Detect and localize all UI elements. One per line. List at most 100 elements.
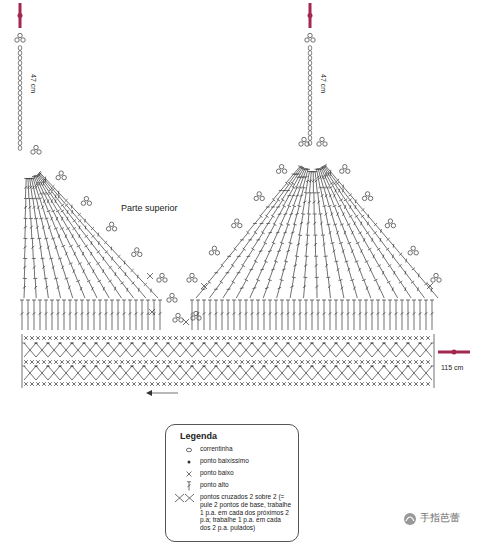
- slip-stitch-symbol: [188, 461, 191, 464]
- tall-stitch: [80, 221, 93, 236]
- crossed-stitch: [132, 343, 144, 357]
- tall-stitch-slash: [355, 199, 357, 203]
- single-crochet: [276, 382, 280, 386]
- tall-stitch: [367, 262, 376, 280]
- tall-stitch-slash: [371, 312, 374, 314]
- crossed-stitch: [204, 366, 216, 380]
- tall-stitch-slash: [382, 271, 383, 275]
- tall-stitch-bar: [220, 300, 224, 301]
- crossed-stitch-bar: [179, 366, 182, 367]
- tall-stitch: [71, 246, 79, 263]
- dimension-label: 47 cm: [29, 74, 37, 93]
- tall-stitch-bar: [430, 300, 434, 301]
- single-crochet: [312, 336, 316, 340]
- tall-stitch-bar: [73, 220, 76, 222]
- tall-stitch-bar: [325, 187, 329, 188]
- chain-stitch: [18, 106, 22, 111]
- single-crochet: [366, 336, 370, 340]
- tall-stitch-slash: [313, 222, 316, 224]
- single-crochet: [30, 360, 34, 364]
- tall-stitch-slash: [69, 312, 72, 314]
- tall-stitch-slash: [287, 195, 291, 197]
- single-crochet: [138, 336, 142, 340]
- tall-stitch-bar: [271, 215, 274, 217]
- single-crochet: [318, 382, 322, 386]
- single-crochet: [414, 382, 418, 386]
- chain-stitch: [18, 141, 22, 146]
- single-crochet: [84, 360, 88, 364]
- tall-stitch: [323, 235, 325, 256]
- legend-symbol: [182, 469, 196, 479]
- crossed-stitch: [36, 366, 48, 380]
- tall-stitch-bar: [292, 277, 296, 279]
- tall-stitch: [296, 235, 300, 256]
- tall-stitch-bar: [51, 185, 54, 188]
- tall-stitch-bar: [306, 168, 310, 169]
- single-crochet: [288, 382, 292, 386]
- tall-stitch: [24, 279, 26, 299]
- tall-stitch-bar: [349, 215, 352, 217]
- single-crochet: [114, 360, 118, 364]
- tall-stitch-bar: [104, 241, 107, 244]
- direction-arrowhead: [146, 390, 152, 396]
- crossed-stitch-bar: [107, 343, 110, 344]
- crossed-stitch: [36, 343, 48, 357]
- tall-stitch-bar: [368, 248, 371, 250]
- tall-stitch-bar: [316, 300, 320, 301]
- tall-stitch-slash: [315, 264, 318, 266]
- picot-loop: [362, 196, 366, 200]
- tall-stitch-slash: [203, 312, 206, 314]
- tall-stitch-slash: [150, 289, 152, 293]
- single-crochet: [126, 382, 130, 386]
- crossed-stitch: [300, 366, 312, 380]
- crossed-stitch-bar: [191, 343, 194, 344]
- tall-stitch: [347, 262, 352, 280]
- single-crochet: [342, 382, 346, 386]
- tall-stitch-slash: [51, 217, 53, 220]
- crossed-stitch: [228, 343, 240, 357]
- crossed-stitch: [108, 366, 120, 380]
- tall-stitch-slash: [282, 190, 286, 191]
- tall-stitch: [336, 262, 339, 280]
- tall-stitch-slash: [191, 312, 194, 314]
- tall-stitch-bar: [256, 279, 260, 281]
- tall-stitch: [300, 300, 301, 330]
- tall-stitch: [350, 195, 362, 209]
- tall-stitch: [38, 176, 49, 193]
- tall-stitch-bar: [306, 234, 310, 235]
- legend-symbol: [182, 445, 196, 455]
- single-crochet: [132, 336, 136, 340]
- tall-stitch: [234, 300, 235, 330]
- crossed-stitch-bar: [419, 366, 422, 367]
- chain-stitch: [18, 116, 22, 121]
- tassel: [438, 351, 470, 354]
- crossed-stitch: [288, 366, 300, 380]
- tall-stitch: [240, 300, 241, 330]
- single-crochet: [102, 336, 106, 340]
- single-crochet: [78, 382, 82, 386]
- single-crochet: [414, 360, 418, 364]
- tall-stitch: [316, 256, 317, 277]
- tall-stitch: [29, 199, 31, 219]
- single-crochet: [102, 382, 106, 386]
- single-crochet: [222, 382, 226, 386]
- crossed-stitch: [264, 366, 276, 380]
- tall-stitch-slash: [259, 250, 263, 252]
- tall-stitch-bar: [49, 192, 52, 194]
- tall-stitch-slash: [227, 312, 230, 314]
- crossed-stitch-bar: [131, 343, 134, 344]
- crossed-stitch: [180, 366, 192, 380]
- tall-stitch-bar: [262, 300, 266, 301]
- crossed-stitch: [96, 366, 108, 380]
- single-crochet: [336, 336, 340, 340]
- tall-stitch-slash: [111, 312, 114, 314]
- tall-stitch-bar: [400, 300, 404, 301]
- crossed-stitch: [324, 366, 336, 380]
- tall-stitch-slash: [347, 312, 350, 314]
- tall-stitch-bar: [243, 248, 246, 250]
- single-crochet: [90, 360, 94, 364]
- crossed-stitch: [312, 366, 324, 380]
- tall-stitch-slash: [33, 266, 36, 269]
- tall-stitch: [325, 165, 337, 179]
- tall-stitch-bar: [347, 242, 351, 243]
